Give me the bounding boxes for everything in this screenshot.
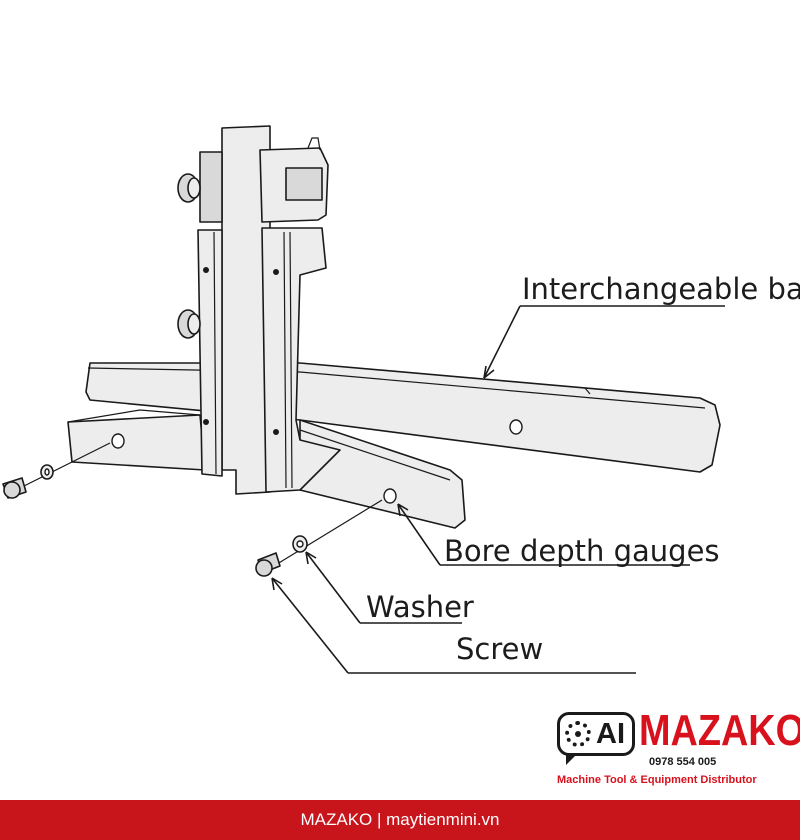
footer-text: MAZAKO | maytienmini.vn <box>300 810 500 829</box>
footer-bar: MAZAKO | maytienmini.vn <box>0 800 800 840</box>
phone-number: 0978 554 005 <box>649 756 717 768</box>
interchangeable-base-label: Interchangeable base <box>522 272 800 306</box>
screw-label: Screw <box>456 632 543 666</box>
gauge-beam <box>177 125 341 495</box>
screw-leader-diagonal <box>271 577 349 674</box>
washer-leader-diagonal <box>305 551 361 624</box>
brand-name: MAZAKO <box>639 706 800 755</box>
base-leader-diagonal <box>483 305 521 379</box>
tagline: Machine Tool & Equipment Distributor <box>557 774 757 786</box>
left-screw-washer <box>2 442 111 499</box>
right-screw-washer <box>255 499 383 577</box>
left-bore-depth-gauge <box>67 409 206 471</box>
gear-icon <box>565 721 591 747</box>
assembly-diagram: Interchangeable base Bore depth gauges W… <box>2 125 800 674</box>
ai-badge: AI <box>557 712 635 765</box>
ai-text: AI <box>596 718 625 750</box>
mazako-logo: AI MAZAKO 0978 554 005 Machine Tool & Eq… <box>555 706 800 792</box>
bore-leader-diagonal <box>397 503 441 566</box>
bore-depth-gauges-label: Bore depth gauges <box>444 534 720 568</box>
washer-label: Washer <box>366 590 474 624</box>
